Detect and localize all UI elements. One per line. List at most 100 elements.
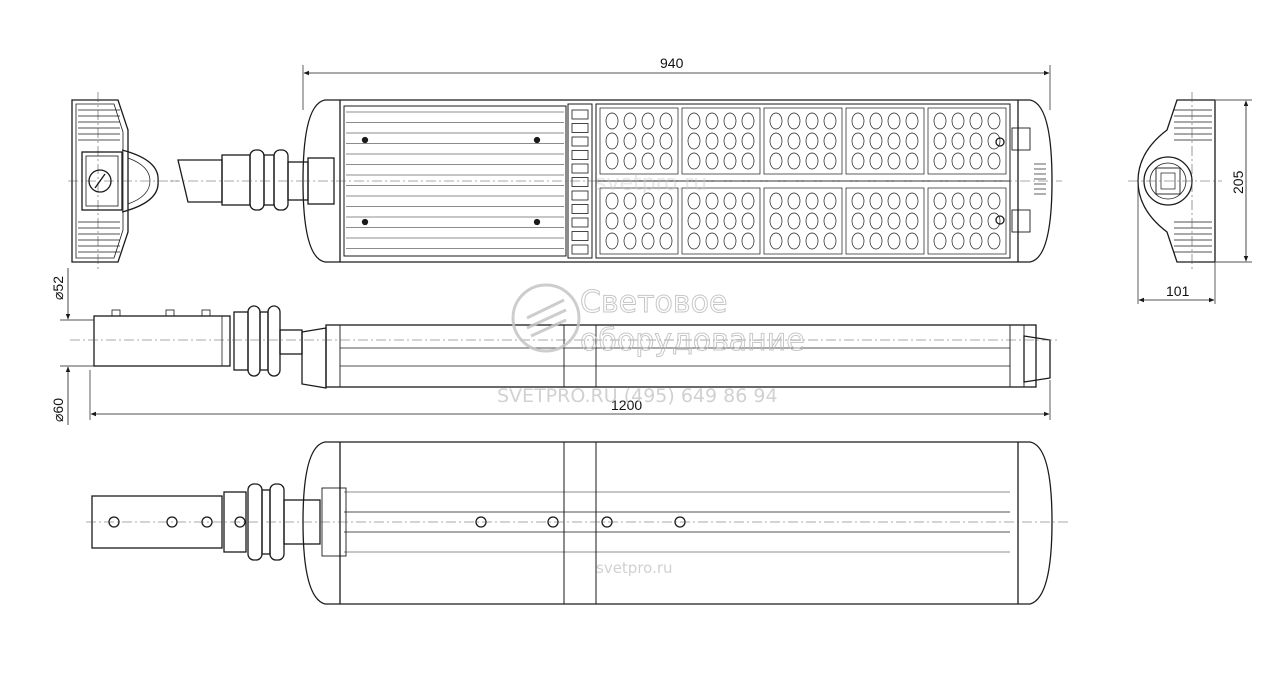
led-lens bbox=[723, 192, 737, 210]
vent-slot bbox=[571, 190, 589, 201]
led-lens bbox=[741, 132, 755, 150]
led-lens bbox=[969, 212, 983, 230]
led-lens bbox=[869, 132, 883, 150]
vent-slot bbox=[571, 150, 589, 160]
led-lens bbox=[987, 192, 1001, 210]
led-lens bbox=[987, 232, 1001, 250]
led-lens bbox=[787, 192, 801, 210]
led-lens bbox=[869, 232, 883, 250]
led-lens bbox=[623, 232, 637, 250]
led-lens bbox=[641, 212, 655, 230]
led-lens bbox=[823, 212, 837, 230]
led-lens bbox=[641, 232, 655, 250]
led-lens bbox=[741, 152, 755, 170]
led-lens bbox=[641, 192, 655, 210]
led-lens bbox=[705, 152, 719, 170]
led-lens bbox=[787, 212, 801, 230]
led-lens bbox=[641, 152, 655, 170]
led-lens bbox=[887, 192, 901, 210]
led-lens bbox=[805, 152, 819, 170]
led-lens bbox=[905, 132, 919, 150]
vent-slot bbox=[571, 231, 589, 241]
led-lens bbox=[823, 192, 837, 210]
dimension-205-label: 205 bbox=[1230, 170, 1246, 194]
led-lens bbox=[987, 212, 1001, 230]
watermark: Световое оборудование SVETPRO.RU (495) 6… bbox=[497, 171, 805, 577]
led-lens bbox=[641, 132, 655, 150]
led-lens bbox=[769, 212, 783, 230]
led-lens bbox=[705, 132, 719, 150]
led-lens bbox=[851, 212, 865, 230]
led-lens bbox=[933, 232, 947, 250]
led-lens bbox=[769, 192, 783, 210]
led-lens bbox=[605, 112, 619, 130]
watermark-site-top: svetpro.ru bbox=[595, 171, 707, 196]
led-lens bbox=[723, 212, 737, 230]
led-lens bbox=[933, 132, 947, 150]
dimension-d60-label: ⌀60 bbox=[50, 398, 66, 422]
led-lens bbox=[769, 112, 783, 130]
watermark-line2: оборудование bbox=[580, 323, 805, 358]
led-lens bbox=[723, 112, 737, 130]
led-lens bbox=[787, 132, 801, 150]
led-module bbox=[599, 187, 679, 255]
led-lens bbox=[805, 192, 819, 210]
led-lens bbox=[659, 152, 673, 170]
led-lens bbox=[623, 112, 637, 130]
led-lens bbox=[969, 152, 983, 170]
led-lens bbox=[687, 132, 701, 150]
vent-slot bbox=[571, 244, 589, 255]
led-lens bbox=[905, 212, 919, 230]
led-lens bbox=[605, 152, 619, 170]
led-lens bbox=[869, 192, 883, 210]
led-lens bbox=[805, 232, 819, 250]
watermark-logo-icon bbox=[511, 283, 581, 353]
led-lens bbox=[887, 132, 901, 150]
led-lens bbox=[723, 232, 737, 250]
side-view bbox=[60, 268, 1060, 425]
led-lens bbox=[805, 112, 819, 130]
led-lens bbox=[851, 232, 865, 250]
led-lens bbox=[823, 112, 837, 130]
led-lens bbox=[987, 112, 1001, 130]
led-lens bbox=[823, 152, 837, 170]
vent-slot bbox=[571, 217, 589, 228]
led-lens bbox=[623, 192, 637, 210]
bottom-view bbox=[86, 441, 1068, 605]
led-lens bbox=[951, 192, 965, 210]
led-lens bbox=[905, 232, 919, 250]
led-lens bbox=[787, 152, 801, 170]
led-module bbox=[927, 107, 1007, 175]
led-lens bbox=[887, 112, 901, 130]
led-lens bbox=[741, 212, 755, 230]
led-lens bbox=[869, 152, 883, 170]
watermark-contact: SVETPRO.RU (495) 649 86 94 bbox=[497, 385, 778, 407]
led-lens bbox=[741, 192, 755, 210]
led-lens bbox=[623, 132, 637, 150]
led-lens bbox=[705, 212, 719, 230]
led-lens bbox=[823, 132, 837, 150]
led-lens bbox=[687, 232, 701, 250]
vent-slot bbox=[571, 109, 589, 120]
led-lens bbox=[787, 112, 801, 130]
led-lens bbox=[805, 132, 819, 150]
led-lens bbox=[969, 192, 983, 210]
led-lens bbox=[851, 112, 865, 130]
led-lens bbox=[741, 112, 755, 130]
led-lens bbox=[887, 232, 901, 250]
top-view bbox=[170, 65, 1062, 263]
led-lens bbox=[659, 132, 673, 150]
led-lens bbox=[741, 232, 755, 250]
left-end-view bbox=[68, 92, 178, 270]
led-lens bbox=[933, 212, 947, 230]
watermark-line1: Световое bbox=[580, 285, 727, 320]
led-lens bbox=[905, 192, 919, 210]
vent-slot bbox=[571, 163, 589, 174]
led-lens bbox=[659, 212, 673, 230]
led-lens bbox=[787, 232, 801, 250]
led-lens bbox=[641, 112, 655, 130]
led-lens bbox=[705, 192, 719, 210]
led-module bbox=[845, 107, 925, 175]
led-lens bbox=[933, 112, 947, 130]
